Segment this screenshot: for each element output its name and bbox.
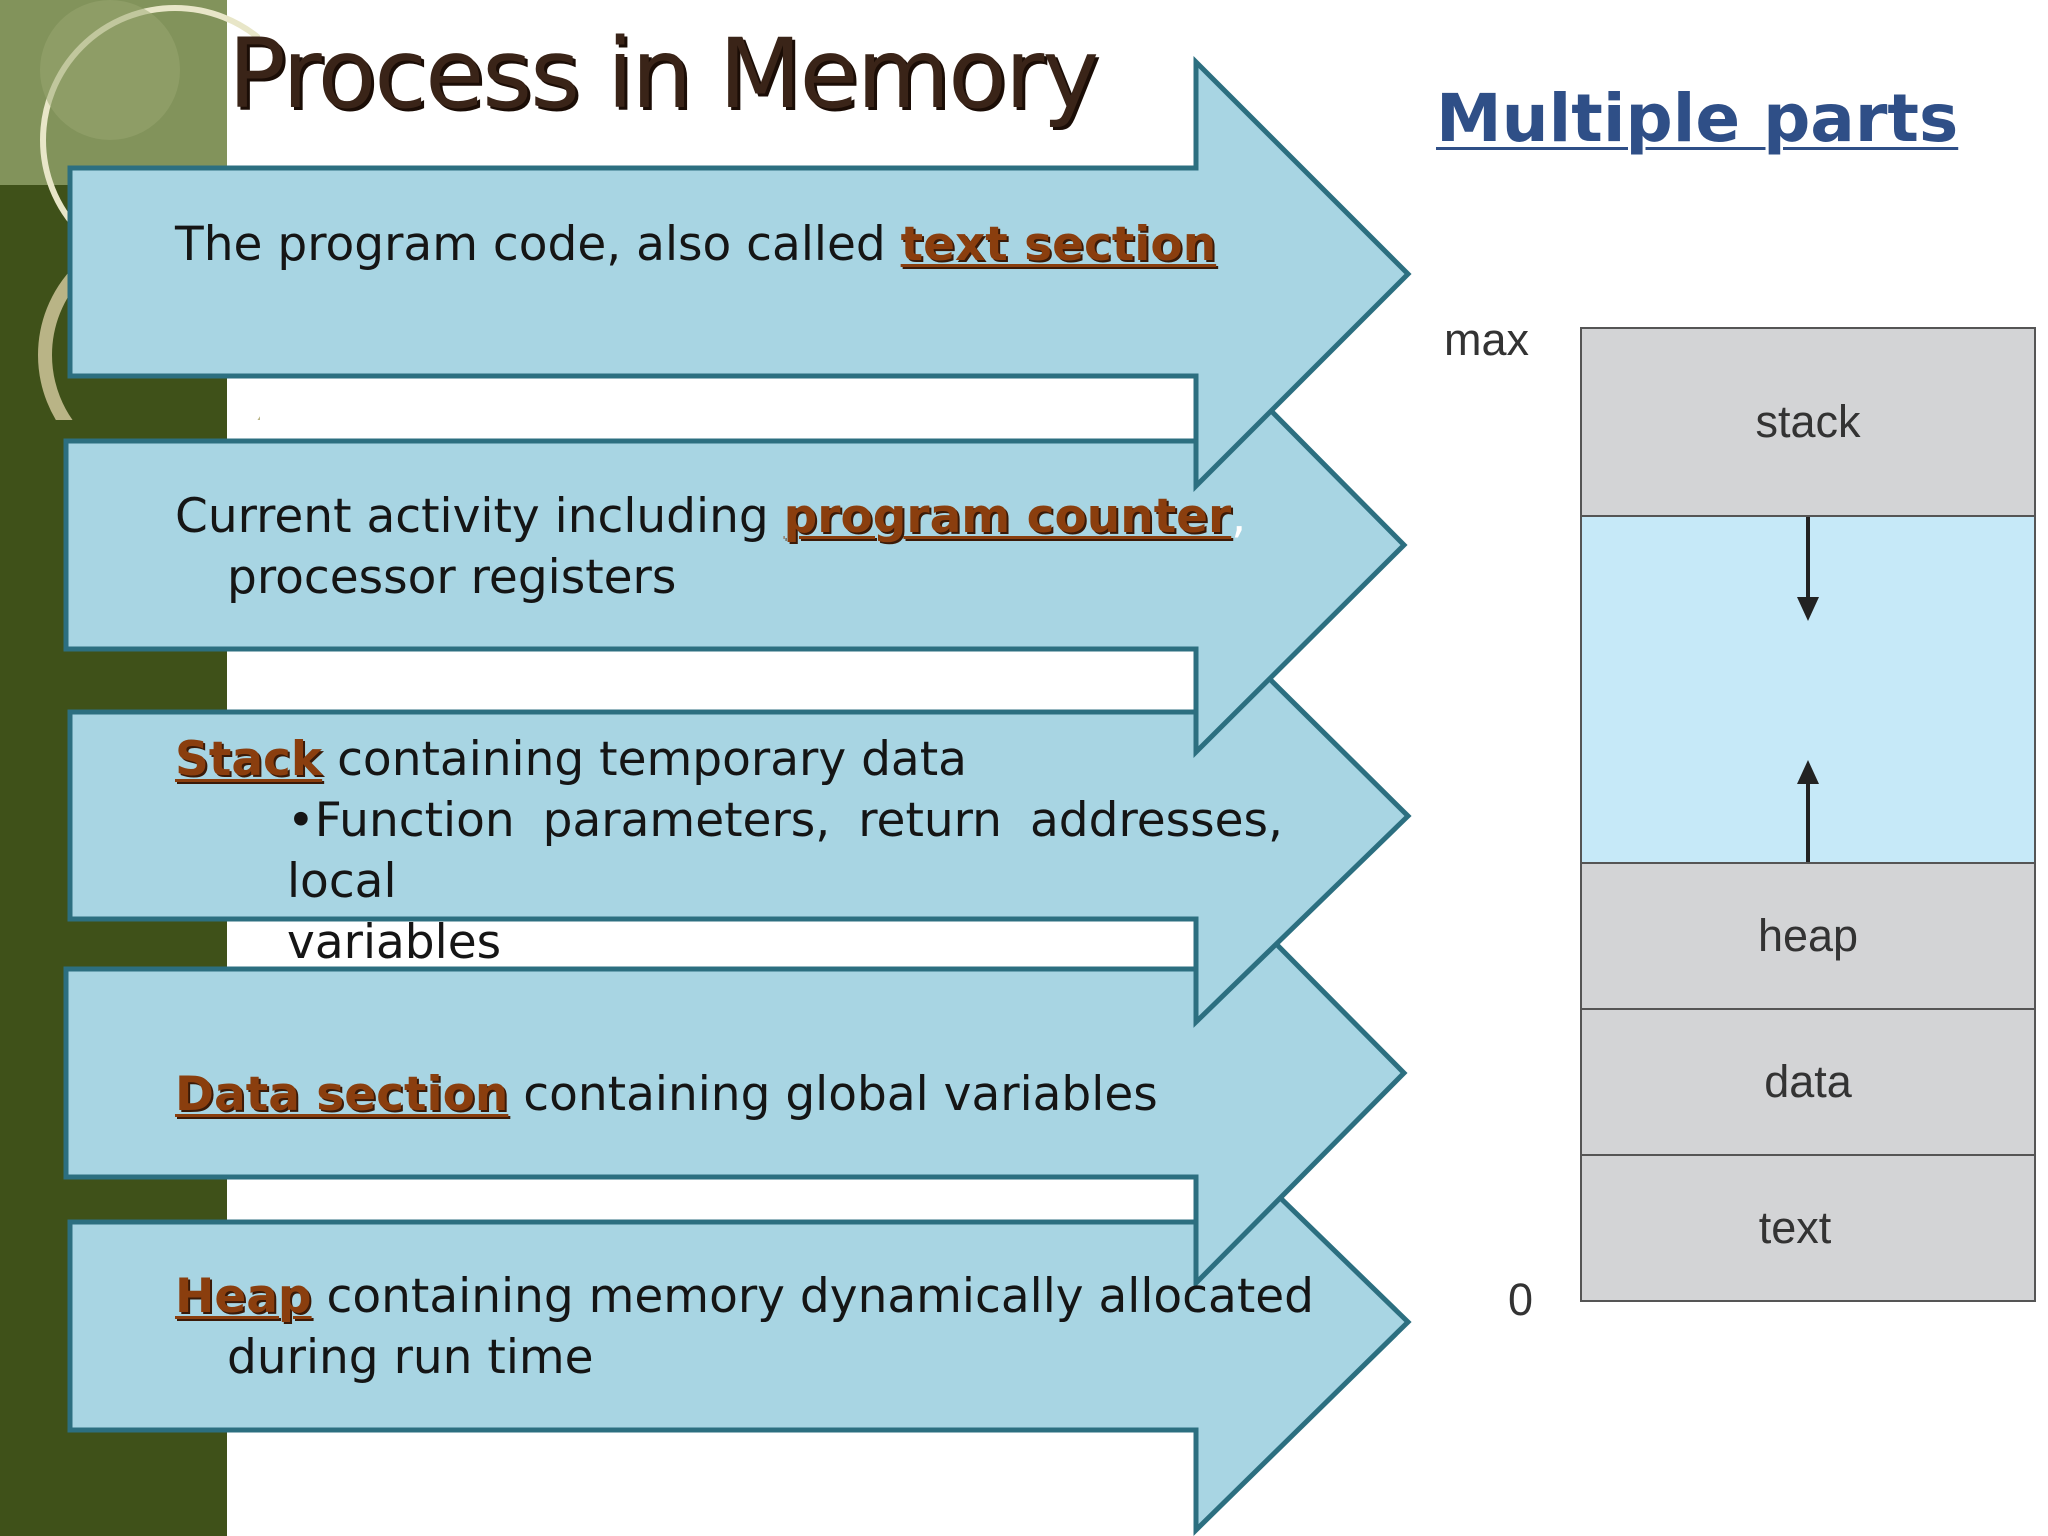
arrow-3-after: containing temporary data bbox=[322, 732, 967, 787]
arrow-text-4: Data section containing global variables bbox=[175, 1064, 1283, 1125]
arrow-3-bullet-cont: variables bbox=[287, 915, 502, 970]
arrow-5-after: containing memory dynamically allocated bbox=[311, 1269, 1314, 1324]
axis-max-label: max bbox=[1444, 314, 1530, 365]
highlight-heap: Heap bbox=[175, 1269, 312, 1324]
segment-text: text bbox=[1580, 1154, 2036, 1302]
segment-stack: stack bbox=[1580, 327, 2036, 517]
arrow-up-icon bbox=[1797, 760, 1819, 862]
arrow-3-bullet: •Function parameters, return addresses, … bbox=[287, 793, 1283, 909]
highlight-program-counter: program counter bbox=[783, 489, 1232, 544]
arrow-shape-1 bbox=[67, 55, 1412, 493]
arrow-text-1: The program code, also called text secti… bbox=[175, 214, 1283, 275]
highlight-data-section: Data section bbox=[175, 1067, 509, 1122]
arrows-graphic bbox=[63, 55, 1412, 1536]
arrow-text-5: Heap containing memory dynamically alloc… bbox=[175, 1266, 1314, 1388]
segment-heap: heap bbox=[1580, 862, 2036, 1010]
segment-stack-label: stack bbox=[1755, 396, 1861, 447]
slide-title: Process in Memory bbox=[228, 18, 1099, 130]
segment-heap-label: heap bbox=[1757, 910, 1859, 961]
arrow-2-after: , bbox=[1231, 489, 1247, 544]
segment-data: data bbox=[1580, 1008, 2036, 1156]
arrow-2-line2: processor registers bbox=[227, 550, 677, 605]
axis-zero-label: 0 bbox=[1508, 1274, 1534, 1325]
arrow-text-2: Current activity including program count… bbox=[175, 486, 1283, 608]
arrow-1-before: The program code, also called bbox=[175, 217, 901, 272]
arrow-down-icon bbox=[1797, 517, 1819, 621]
arrow-5-line2: during run time bbox=[227, 1330, 594, 1385]
segment-text-label: text bbox=[1758, 1202, 1832, 1253]
highlight-text-section: text section bbox=[900, 217, 1217, 272]
subtitle-multiple-parts: Multiple parts bbox=[1436, 80, 1959, 157]
memory-layout: stack heap data text bbox=[1580, 327, 2036, 1302]
highlight-stack: Stack bbox=[175, 732, 323, 787]
arrow-4-after: containing global variables bbox=[508, 1067, 1158, 1122]
arrow-text-3: Stack containing temporary data •Functio… bbox=[175, 729, 1283, 973]
arrow-2-before: Current activity including bbox=[175, 489, 784, 544]
decorative-circles bbox=[0, 0, 260, 420]
free-space-arrows bbox=[1797, 517, 1819, 862]
segment-data-label: data bbox=[1764, 1056, 1852, 1107]
segment-free-space bbox=[1580, 515, 2036, 864]
